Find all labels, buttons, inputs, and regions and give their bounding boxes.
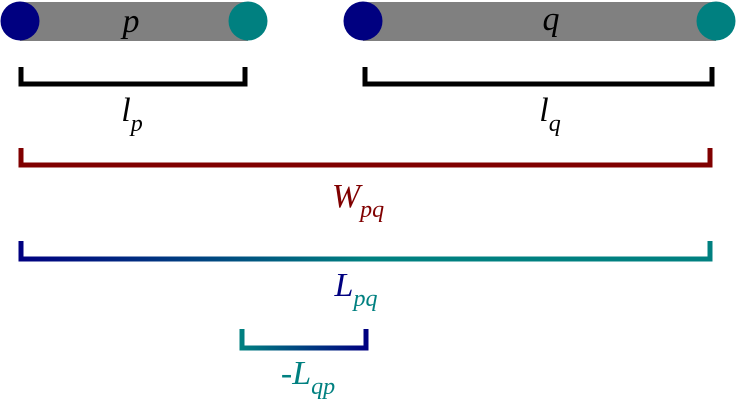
label-lp: lp — [121, 92, 142, 137]
segment-p-start-node — [0, 1, 40, 41]
segment-q: q — [343, 1, 736, 41]
bracket-wpq: Wpq — [18, 148, 713, 223]
segment-q-rod — [363, 2, 716, 41]
label-lp-sub: p — [129, 111, 143, 137]
bracket-lqp-line — [239, 329, 369, 351]
label-wpq: Wpq — [332, 178, 384, 223]
bracket-lpq: Lpq — [18, 241, 713, 312]
segment-p-label: p — [121, 3, 140, 40]
label-wpq-sub: pq — [358, 197, 384, 223]
label-lqp-sub: qp — [311, 374, 335, 400]
label-lpq-sub: pq — [351, 286, 377, 312]
bracket-lpq-line — [18, 241, 713, 262]
segment-p: p — [0, 1, 268, 41]
label-lqp: -Lqp — [281, 355, 335, 400]
bracket-wpq-line — [18, 148, 713, 168]
segment-q-end-node — [696, 1, 736, 41]
bracket-lp-line — [18, 67, 248, 87]
bracket-lp: lp — [18, 67, 248, 137]
segment-p-rod — [20, 2, 248, 41]
label-lqp-main: -L — [281, 355, 311, 392]
label-lq-sub: q — [549, 111, 561, 137]
segment-q-start-node — [343, 1, 383, 41]
segment-q-label: q — [543, 1, 560, 38]
label-lpq: Lpq — [334, 267, 378, 312]
label-lq: lq — [539, 92, 560, 137]
label-wpq-main: W — [332, 178, 363, 215]
label-lq-main: l — [539, 92, 548, 129]
bracket-lqp: -Lqp — [239, 329, 369, 400]
label-lp-main: l — [121, 92, 130, 129]
label-lpq-main: L — [334, 267, 354, 304]
segment-p-end-node — [228, 1, 268, 41]
bracket-lq-line — [362, 67, 715, 87]
bracket-lq: lq — [362, 67, 715, 137]
